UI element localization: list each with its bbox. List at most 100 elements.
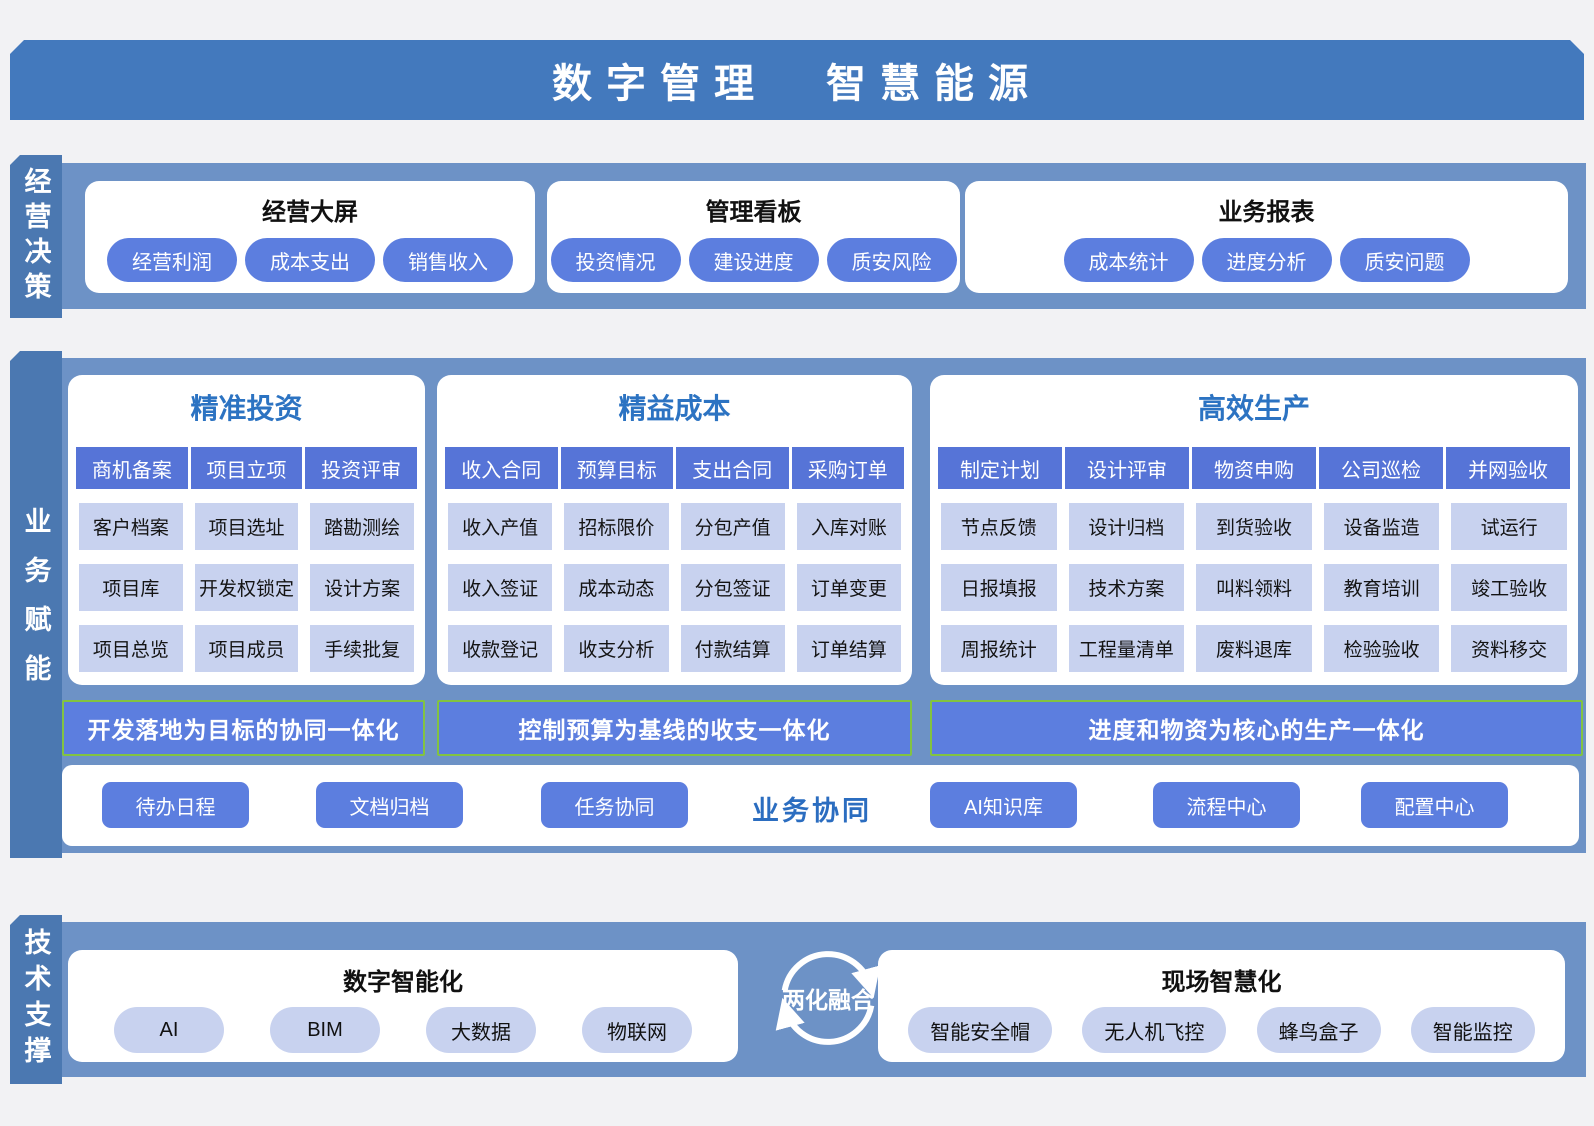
header-cell: 项目立项 xyxy=(190,447,303,489)
module-cell: 竣工验收 xyxy=(1451,564,1567,611)
module-cell: 项目库 xyxy=(79,564,183,611)
module-row: 收款登记 收支分析 付款结算 订单结算 xyxy=(448,625,901,672)
header-cell: 制定计划 xyxy=(938,447,1062,489)
card-precise-investment: 精准投资 商机备案 项目立项 投资评审 客户档案 项目选址 踏勘测绘 项目库 开… xyxy=(68,375,425,685)
module-cell: 收款登记 xyxy=(448,625,553,672)
section-label-business-decision: 经营决策 xyxy=(10,155,62,318)
module-cell: 试运行 xyxy=(1451,503,1567,550)
button-config-center[interactable]: 配置中心 xyxy=(1361,782,1508,828)
button-todo-schedule[interactable]: 待办日程 xyxy=(102,782,249,828)
card-operation-dashboard: 经营大屏 经营利润 成本支出 销售收入 xyxy=(85,181,535,293)
pill-row: 智能安全帽 无人机飞控 蜂鸟盒子 智能监控 xyxy=(878,1007,1565,1053)
chip-investment-status[interactable]: 投资情况 xyxy=(550,238,681,282)
header-row: 制定计划 设计评审 物资申购 公司巡检 并网验收 xyxy=(938,447,1570,489)
module-cell: 开发权锁定 xyxy=(194,564,299,611)
header-cell: 预算目标 xyxy=(560,447,673,489)
chip-progress-analysis[interactable]: 进度分析 xyxy=(1201,238,1332,282)
header-cell: 投资评审 xyxy=(305,447,418,489)
module-cell: 收支分析 xyxy=(564,625,669,672)
module-row: 节点反馈 设计归档 到货验收 设备监造 试运行 xyxy=(941,503,1567,550)
section-business-enable: 精准投资 商机备案 项目立项 投资评审 客户档案 项目选址 踏勘测绘 项目库 开… xyxy=(62,358,1586,853)
module-row: 日报填报 技术方案 叫料领料 教育培训 竣工验收 xyxy=(941,564,1567,611)
module-cell: 设备监造 xyxy=(1323,503,1440,550)
chip-cost-expense[interactable]: 成本支出 xyxy=(245,238,375,282)
chip-operating-profit[interactable]: 经营利润 xyxy=(107,238,237,282)
module-cell: 付款结算 xyxy=(680,625,785,672)
module-cell: 成本动态 xyxy=(564,564,669,611)
module-cell: 到货验收 xyxy=(1196,503,1312,550)
module-cell: 分包签证 xyxy=(680,564,785,611)
button-document-archive[interactable]: 文档归档 xyxy=(316,782,463,828)
header-row: 商机备案 项目立项 投资评审 xyxy=(76,447,418,489)
card-digital-intelligence: 数字智能化 AI BIM 大数据 物联网 xyxy=(68,950,738,1062)
module-cell: 设计归档 xyxy=(1068,503,1185,550)
chip-drone-flight-control[interactable]: 无人机飞控 xyxy=(1082,1007,1227,1053)
module-cell: 订单变更 xyxy=(796,564,901,611)
chip-smart-helmet[interactable]: 智能安全帽 xyxy=(908,1007,1053,1053)
card-title: 经营大屏 xyxy=(262,199,358,226)
module-cell: 招标限价 xyxy=(564,503,669,550)
pill-row: 经营利润 成本支出 销售收入 xyxy=(85,238,535,282)
section-tech-support: 数字智能化 AI BIM 大数据 物联网 两化融合 现场智慧化 xyxy=(62,922,1586,1077)
fusion-cycle: 两化融合 xyxy=(772,942,884,1054)
button-ai-knowledge-base[interactable]: AI知识库 xyxy=(930,782,1077,828)
chip-cost-statistics[interactable]: 成本统计 xyxy=(1063,238,1194,282)
chip-quality-safety-issue[interactable]: 质安问题 xyxy=(1339,238,1470,282)
card-title: 现场智慧化 xyxy=(1161,969,1282,996)
header-cell: 商机备案 xyxy=(76,447,188,489)
chip-hummingbird-box[interactable]: 蜂鸟盒子 xyxy=(1256,1007,1381,1053)
module-cell: 项目总览 xyxy=(79,625,183,672)
module-cell: 项目选址 xyxy=(194,503,299,550)
header-cell: 设计评审 xyxy=(1065,447,1189,489)
card-title: 管理看板 xyxy=(705,199,802,226)
header-cell: 物资申购 xyxy=(1192,447,1316,489)
pill-row: 成本统计 进度分析 质安问题 xyxy=(965,238,1568,282)
module-cell: 日报填报 xyxy=(941,564,1057,611)
button-task-collaboration[interactable]: 任务协同 xyxy=(541,782,688,828)
banner-investment-integration: 开发落地为目标的协同一体化 xyxy=(62,700,425,756)
card-title: 业务报表 xyxy=(1218,199,1315,226)
header-cell: 公司巡检 xyxy=(1319,447,1443,489)
button-process-center[interactable]: 流程中心 xyxy=(1153,782,1300,828)
pill-row: 投资情况 建设进度 质安风险 xyxy=(547,238,960,282)
module-cell: 周报统计 xyxy=(941,625,1057,672)
section-business-decision: 经营大屏 经营利润 成本支出 销售收入 管理看板 投资情况 建设进度 质安风险 … xyxy=(62,163,1586,309)
chip-ai[interactable]: AI xyxy=(114,1007,224,1053)
module-row: 项目库 开发权锁定 设计方案 xyxy=(79,564,415,611)
header-cell: 并网验收 xyxy=(1446,447,1570,489)
title-right: 智慧能源 xyxy=(826,62,1042,106)
chip-iot[interactable]: 物联网 xyxy=(582,1007,692,1053)
chip-construction-progress[interactable]: 建设进度 xyxy=(688,238,819,282)
card-title: 精准投资 xyxy=(190,393,303,424)
card-business-report: 业务报表 成本统计 进度分析 质安问题 xyxy=(965,181,1568,293)
header-cell: 支出合同 xyxy=(676,447,789,489)
chip-quality-safety-risk[interactable]: 质安风险 xyxy=(826,238,957,282)
banner-cost-integration: 控制预算为基线的收支一体化 xyxy=(437,700,912,756)
page-title: 数字管理 智慧能源 xyxy=(10,40,1584,120)
chip-sales-revenue[interactable]: 销售收入 xyxy=(383,238,513,282)
header-cell: 收入合同 xyxy=(445,447,558,489)
cycle-arrows-icon xyxy=(775,951,881,1045)
module-cell: 项目成员 xyxy=(194,625,299,672)
fusion-label: 两化融合 xyxy=(782,987,874,1013)
module-cell: 收入产值 xyxy=(448,503,553,550)
header-cell: 采购订单 xyxy=(791,447,904,489)
module-row: 收入签证 成本动态 分包签证 订单变更 xyxy=(448,564,901,611)
card-title: 数字智能化 xyxy=(343,969,463,996)
module-cell: 收入签证 xyxy=(448,564,553,611)
module-row: 客户档案 项目选址 踏勘测绘 xyxy=(79,503,415,550)
chip-smart-monitoring[interactable]: 智能监控 xyxy=(1410,1007,1535,1053)
header-row: 收入合同 预算目标 支出合同 采购订单 xyxy=(445,447,904,489)
card-smart-site: 现场智慧化 智能安全帽 无人机飞控 蜂鸟盒子 智能监控 xyxy=(878,950,1565,1062)
module-cell: 入库对账 xyxy=(796,503,901,550)
chip-bim[interactable]: BIM xyxy=(270,1007,380,1053)
title-left: 数字管理 xyxy=(552,62,768,106)
chip-big-data[interactable]: 大数据 xyxy=(426,1007,536,1053)
card-title: 高效生产 xyxy=(1197,393,1310,424)
module-cell: 检验验收 xyxy=(1323,625,1440,672)
module-cell: 分包产值 xyxy=(680,503,785,550)
module-cell: 手续批复 xyxy=(310,625,415,672)
card-efficient-production: 高效生产 制定计划 设计评审 物资申购 公司巡检 并网验收 节点反馈 设计归档 … xyxy=(930,375,1578,685)
section-label-tech-support: 技术支撑 xyxy=(10,915,62,1084)
